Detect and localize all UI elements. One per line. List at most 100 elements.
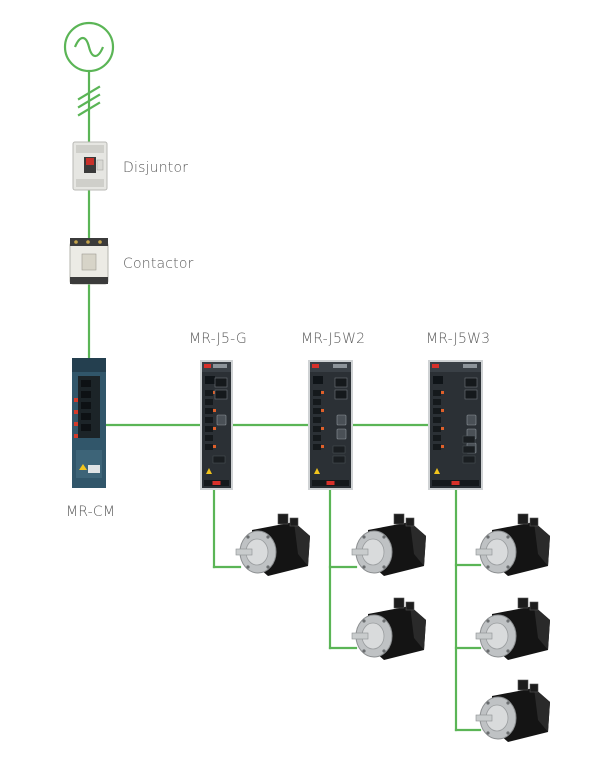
motor-bolt-hole bbox=[486, 701, 490, 705]
motor-encoder-connector bbox=[289, 517, 299, 527]
converter-red-tag bbox=[74, 422, 78, 426]
motor-side-shade bbox=[410, 606, 426, 650]
amp-output-block bbox=[462, 455, 476, 464]
amp-terminal bbox=[313, 408, 321, 414]
amp-network-port bbox=[214, 377, 228, 388]
amp-top-strip bbox=[310, 362, 351, 372]
phase-mark bbox=[77, 93, 101, 109]
amp-brand-mark bbox=[204, 364, 211, 368]
amp2-device bbox=[308, 360, 353, 490]
motor-power-connector bbox=[517, 679, 529, 691]
amp-terminal bbox=[433, 417, 441, 423]
amp1-device bbox=[200, 360, 233, 490]
amp-terminal bbox=[433, 435, 441, 441]
amp-output-block bbox=[332, 455, 346, 464]
converter-red-tag bbox=[74, 410, 78, 414]
amp-output-block bbox=[462, 435, 476, 444]
motor-shaft bbox=[235, 548, 253, 556]
motor-bolt-hole bbox=[362, 649, 366, 653]
amp-terminal bbox=[433, 444, 441, 450]
amp-terminal bbox=[433, 399, 441, 405]
converter-device bbox=[72, 358, 106, 488]
amp-terminal bbox=[205, 417, 213, 423]
amp-encoder-connector bbox=[336, 414, 347, 426]
amp-output-block bbox=[212, 455, 226, 464]
amp-terminal bbox=[205, 399, 213, 405]
motor-bolt-hole bbox=[486, 649, 490, 653]
phase-mark bbox=[77, 85, 101, 101]
breaker-bottom-terminals bbox=[76, 179, 104, 187]
amp-terminal-tag bbox=[321, 391, 324, 394]
amp-network-port bbox=[464, 389, 478, 400]
motor-bolt-hole bbox=[486, 619, 490, 623]
amp-terminal bbox=[205, 390, 213, 396]
amp-model-plate bbox=[213, 364, 227, 368]
contactor-device bbox=[69, 238, 109, 285]
motor-bolt-hole bbox=[486, 565, 490, 569]
amp-bottom-tag bbox=[451, 481, 460, 485]
breaker-label: Disjuntor bbox=[123, 160, 189, 176]
motor-encoder-connector bbox=[405, 601, 415, 611]
motor-shaft bbox=[351, 548, 369, 556]
motor-bolt-hole bbox=[506, 535, 510, 539]
amp-terminal bbox=[313, 435, 321, 441]
converter-terminal bbox=[81, 380, 91, 387]
motor-bolt-hole bbox=[382, 535, 386, 539]
amp-terminal bbox=[205, 408, 213, 414]
amp-terminal bbox=[433, 408, 441, 414]
motor-bolt-hole bbox=[486, 535, 490, 539]
amp-network-port bbox=[334, 389, 348, 400]
motor-encoder-connector bbox=[529, 517, 539, 527]
motor-power-connector bbox=[277, 513, 289, 525]
motor-power-connector bbox=[517, 513, 529, 525]
amp-terminal-tag bbox=[321, 427, 324, 430]
amp-model-plate bbox=[463, 364, 477, 368]
amp-terminal-tag bbox=[321, 409, 324, 412]
amp-warning-icon bbox=[314, 468, 320, 474]
motor-side-shade bbox=[294, 522, 310, 566]
converter-red-tag bbox=[74, 398, 78, 402]
amp-terminal bbox=[205, 444, 213, 450]
converter-label: MR-CM bbox=[66, 504, 116, 520]
amp-terminal-tag bbox=[321, 445, 324, 448]
amp-terminal bbox=[313, 390, 321, 396]
motor-bolt-hole bbox=[382, 565, 386, 569]
converter-label-area bbox=[76, 450, 102, 478]
phase-mark bbox=[77, 101, 101, 117]
amp-model-plate bbox=[333, 364, 347, 368]
amp-terminal-tag bbox=[213, 427, 216, 430]
amp-terminal-tag bbox=[213, 391, 216, 394]
amp-display bbox=[433, 376, 443, 384]
motor-bolt-hole bbox=[246, 565, 250, 569]
contactor-bottom-block bbox=[70, 277, 108, 284]
motor-encoder-connector bbox=[405, 517, 415, 527]
motor-bolt-hole bbox=[486, 731, 490, 735]
amp-terminal bbox=[313, 426, 321, 432]
motor-side-shade bbox=[534, 606, 550, 650]
contactor-label: Contactor bbox=[123, 256, 194, 272]
converter-top-vent bbox=[72, 358, 106, 372]
servo-motor bbox=[351, 597, 426, 660]
motor-bolt-hole bbox=[506, 731, 510, 735]
amp-network-port bbox=[334, 377, 348, 388]
motor-encoder-connector bbox=[529, 683, 539, 693]
amp-terminal bbox=[433, 390, 441, 396]
amp-terminal bbox=[313, 399, 321, 405]
converter-terminal bbox=[81, 391, 91, 398]
amp-terminal-tag bbox=[441, 409, 444, 412]
amp-terminal bbox=[433, 426, 441, 432]
motor-bolt-hole bbox=[362, 619, 366, 623]
ac-source-icon bbox=[63, 21, 115, 73]
servo-motor bbox=[475, 597, 550, 660]
amp-encoder-connector bbox=[336, 428, 347, 440]
amp3-device bbox=[428, 360, 483, 490]
converter-terminal bbox=[81, 424, 91, 431]
amp-network-port bbox=[214, 389, 228, 400]
amp-display bbox=[205, 376, 215, 384]
motor-encoder-connector bbox=[529, 601, 539, 611]
amp3-label: MR-J5W3 bbox=[426, 331, 491, 347]
breaker-device bbox=[72, 141, 108, 191]
